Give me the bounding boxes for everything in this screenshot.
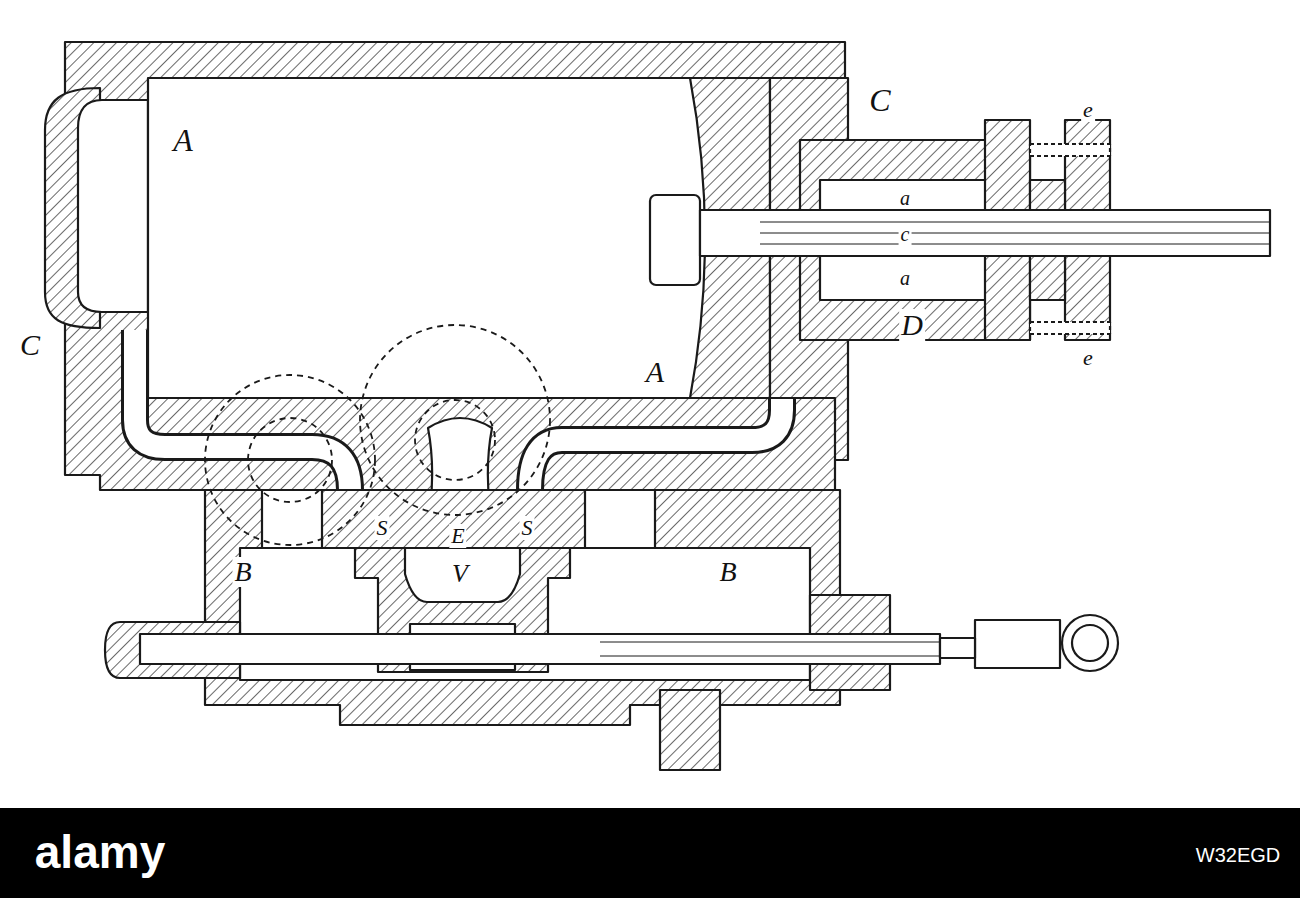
part-letter: A (644, 356, 666, 388)
part-letter: B (717, 557, 738, 587)
part-letter: S (520, 516, 535, 540)
part-letter: e (1081, 346, 1095, 370)
part-letter: C (18, 329, 42, 361)
part-letter: a (898, 187, 912, 209)
part-letter: V (450, 560, 470, 588)
part-letter: C (867, 83, 892, 117)
part-letter: e (1081, 98, 1095, 122)
part-letter: B (232, 557, 253, 587)
part-letter: c (899, 223, 912, 245)
part-letter: D (899, 309, 925, 341)
part-letter: E (449, 524, 466, 548)
watermark-bar (0, 808, 1300, 898)
part-letter: a (898, 267, 912, 289)
watermark: W32EGD (1194, 844, 1282, 866)
watermark: alamy (33, 828, 167, 876)
part-letter: S (375, 516, 390, 540)
part-letter: A (171, 123, 195, 157)
